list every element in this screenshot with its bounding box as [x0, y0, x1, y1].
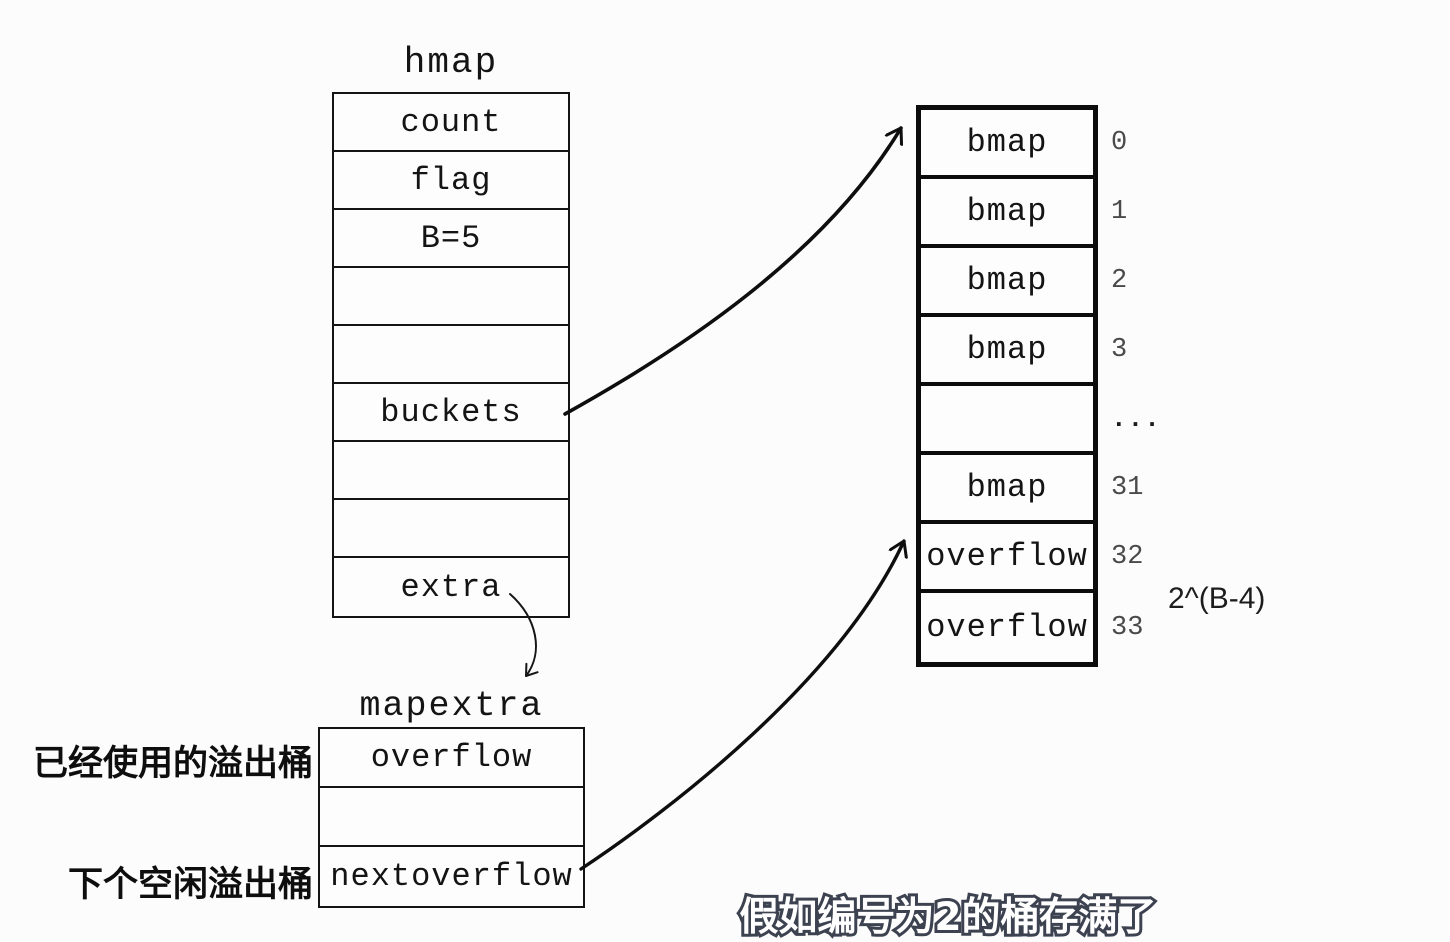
bucket-row: overflow 32 [921, 524, 1143, 593]
bucket-row: bmap 2 [921, 248, 1127, 317]
hmap-row-flag: flag [334, 152, 568, 210]
bucket-index: 31 [1111, 472, 1144, 503]
video-subtitle: 假如编号为2的桶存满了 [736, 892, 1159, 942]
hmap-row-empty-1 [334, 268, 568, 326]
bucket-row: ... [921, 386, 1160, 455]
mapextra-table: overflow nextoverflow [318, 727, 585, 908]
bucket-index: 1 [1111, 196, 1128, 227]
bucket-row: bmap 31 [921, 455, 1143, 524]
label-used-overflow-buckets: 已经使用的溢出桶 [32, 743, 313, 784]
mapextra-row-overflow: overflow [320, 729, 583, 788]
hmap-title: hmap [403, 42, 499, 83]
mapextra-row-nextoverflow: nextoverflow [330, 858, 573, 895]
hmap-row-extra: extra [400, 568, 502, 606]
bucket-index: 32 [1111, 541, 1144, 572]
bucket-index-ellipsis: ... [1111, 403, 1161, 434]
buckets-pointer-arrow [563, 126, 901, 416]
bucket-index: 33 [1111, 612, 1144, 643]
label-next-free-overflow-bucket: 下个空闲溢出桶 [67, 864, 313, 905]
bucket-row: bmap 3 [921, 317, 1127, 386]
hmap-row-count: count [334, 94, 568, 152]
hmap-row-empty-3 [334, 442, 568, 500]
bucket-row: bmap 1 [921, 179, 1127, 248]
mapextra-title: mapextra [359, 686, 544, 726]
bucket-cell-label: bmap [966, 262, 1048, 299]
bucket-index: 3 [1111, 334, 1128, 365]
hmap-row-empty-4 [334, 500, 568, 558]
bucket-cell-label: bmap [966, 469, 1048, 506]
mapextra-row-empty [320, 788, 583, 847]
bucket-row: bmap 0 [921, 110, 1127, 179]
bucket-array: bmap 0 bmap 1 bmap 2 bmap 3 ... bmap 31 … [916, 105, 1160, 667]
bucket-index: 0 [1111, 127, 1128, 158]
hmap-row-empty-2 [334, 326, 568, 384]
bucket-row: overflow 33 [921, 593, 1143, 662]
bucket-cell-label: bmap [966, 124, 1048, 161]
bucket-cell-label: overflow [926, 538, 1088, 575]
bucket-index: 2 [1111, 265, 1128, 296]
bucket-cell-label: bmap [966, 193, 1048, 230]
bucket-count-note: 2^(B-4) [1168, 582, 1266, 615]
bucket-cell-label: bmap [966, 331, 1048, 368]
hmap-row-b: B=5 [334, 210, 568, 268]
hmap-table: count flag B=5 buckets extra [332, 92, 570, 618]
nextoverflow-pointer-arrow [579, 539, 904, 871]
bucket-cell-label: overflow [926, 609, 1088, 646]
hmap-row-buckets: buckets [334, 384, 568, 442]
